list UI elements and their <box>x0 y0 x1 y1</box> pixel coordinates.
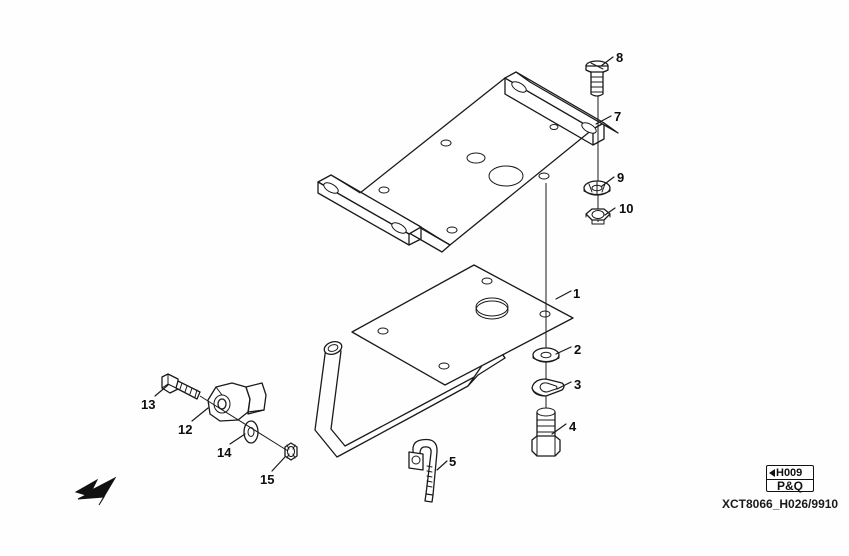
page-reference-badge: H009 P&Q <box>766 465 814 493</box>
slotted-pan-screw <box>585 60 609 97</box>
callout-9: 9 <box>617 170 625 185</box>
mounting-plate-with-tube <box>314 264 574 458</box>
hex-nut-upper <box>585 208 611 225</box>
callout-14: 14 <box>217 445 232 460</box>
callout-2: 2 <box>574 342 582 357</box>
badge-code: H009 <box>776 466 803 479</box>
callout-5: 5 <box>449 454 457 469</box>
callout-12: 12 <box>178 422 193 437</box>
callout-13: 13 <box>141 397 156 412</box>
badge-group: P&Q <box>776 479 803 493</box>
left-arrow-icon <box>769 468 775 477</box>
drawing-code: XCT8066_H026/9910 <box>722 497 839 511</box>
callout-10: 10 <box>619 201 634 216</box>
cable-tie-strap <box>408 438 438 503</box>
callout-4: 4 <box>569 419 577 434</box>
upper-bracket-plate <box>317 71 619 253</box>
assembly-axis-clamp <box>199 395 289 452</box>
leader-lines <box>154 56 616 472</box>
orientation-arrow <box>74 476 117 506</box>
clamp-bracket <box>207 382 267 422</box>
hex-bolt <box>531 407 561 457</box>
callout-7: 7 <box>614 109 622 124</box>
badge-top-row: H009 <box>767 466 813 480</box>
flat-washer <box>532 347 560 363</box>
callout-8: 8 <box>616 50 624 65</box>
callout-15: 15 <box>260 472 275 487</box>
callout-3: 3 <box>574 377 582 392</box>
callout-1: 1 <box>573 286 581 301</box>
hex-nut-clamp <box>284 442 298 461</box>
lock-washer <box>531 378 565 397</box>
flat-washer-clamp <box>243 420 259 444</box>
hex-bolt-clamp <box>161 373 201 400</box>
